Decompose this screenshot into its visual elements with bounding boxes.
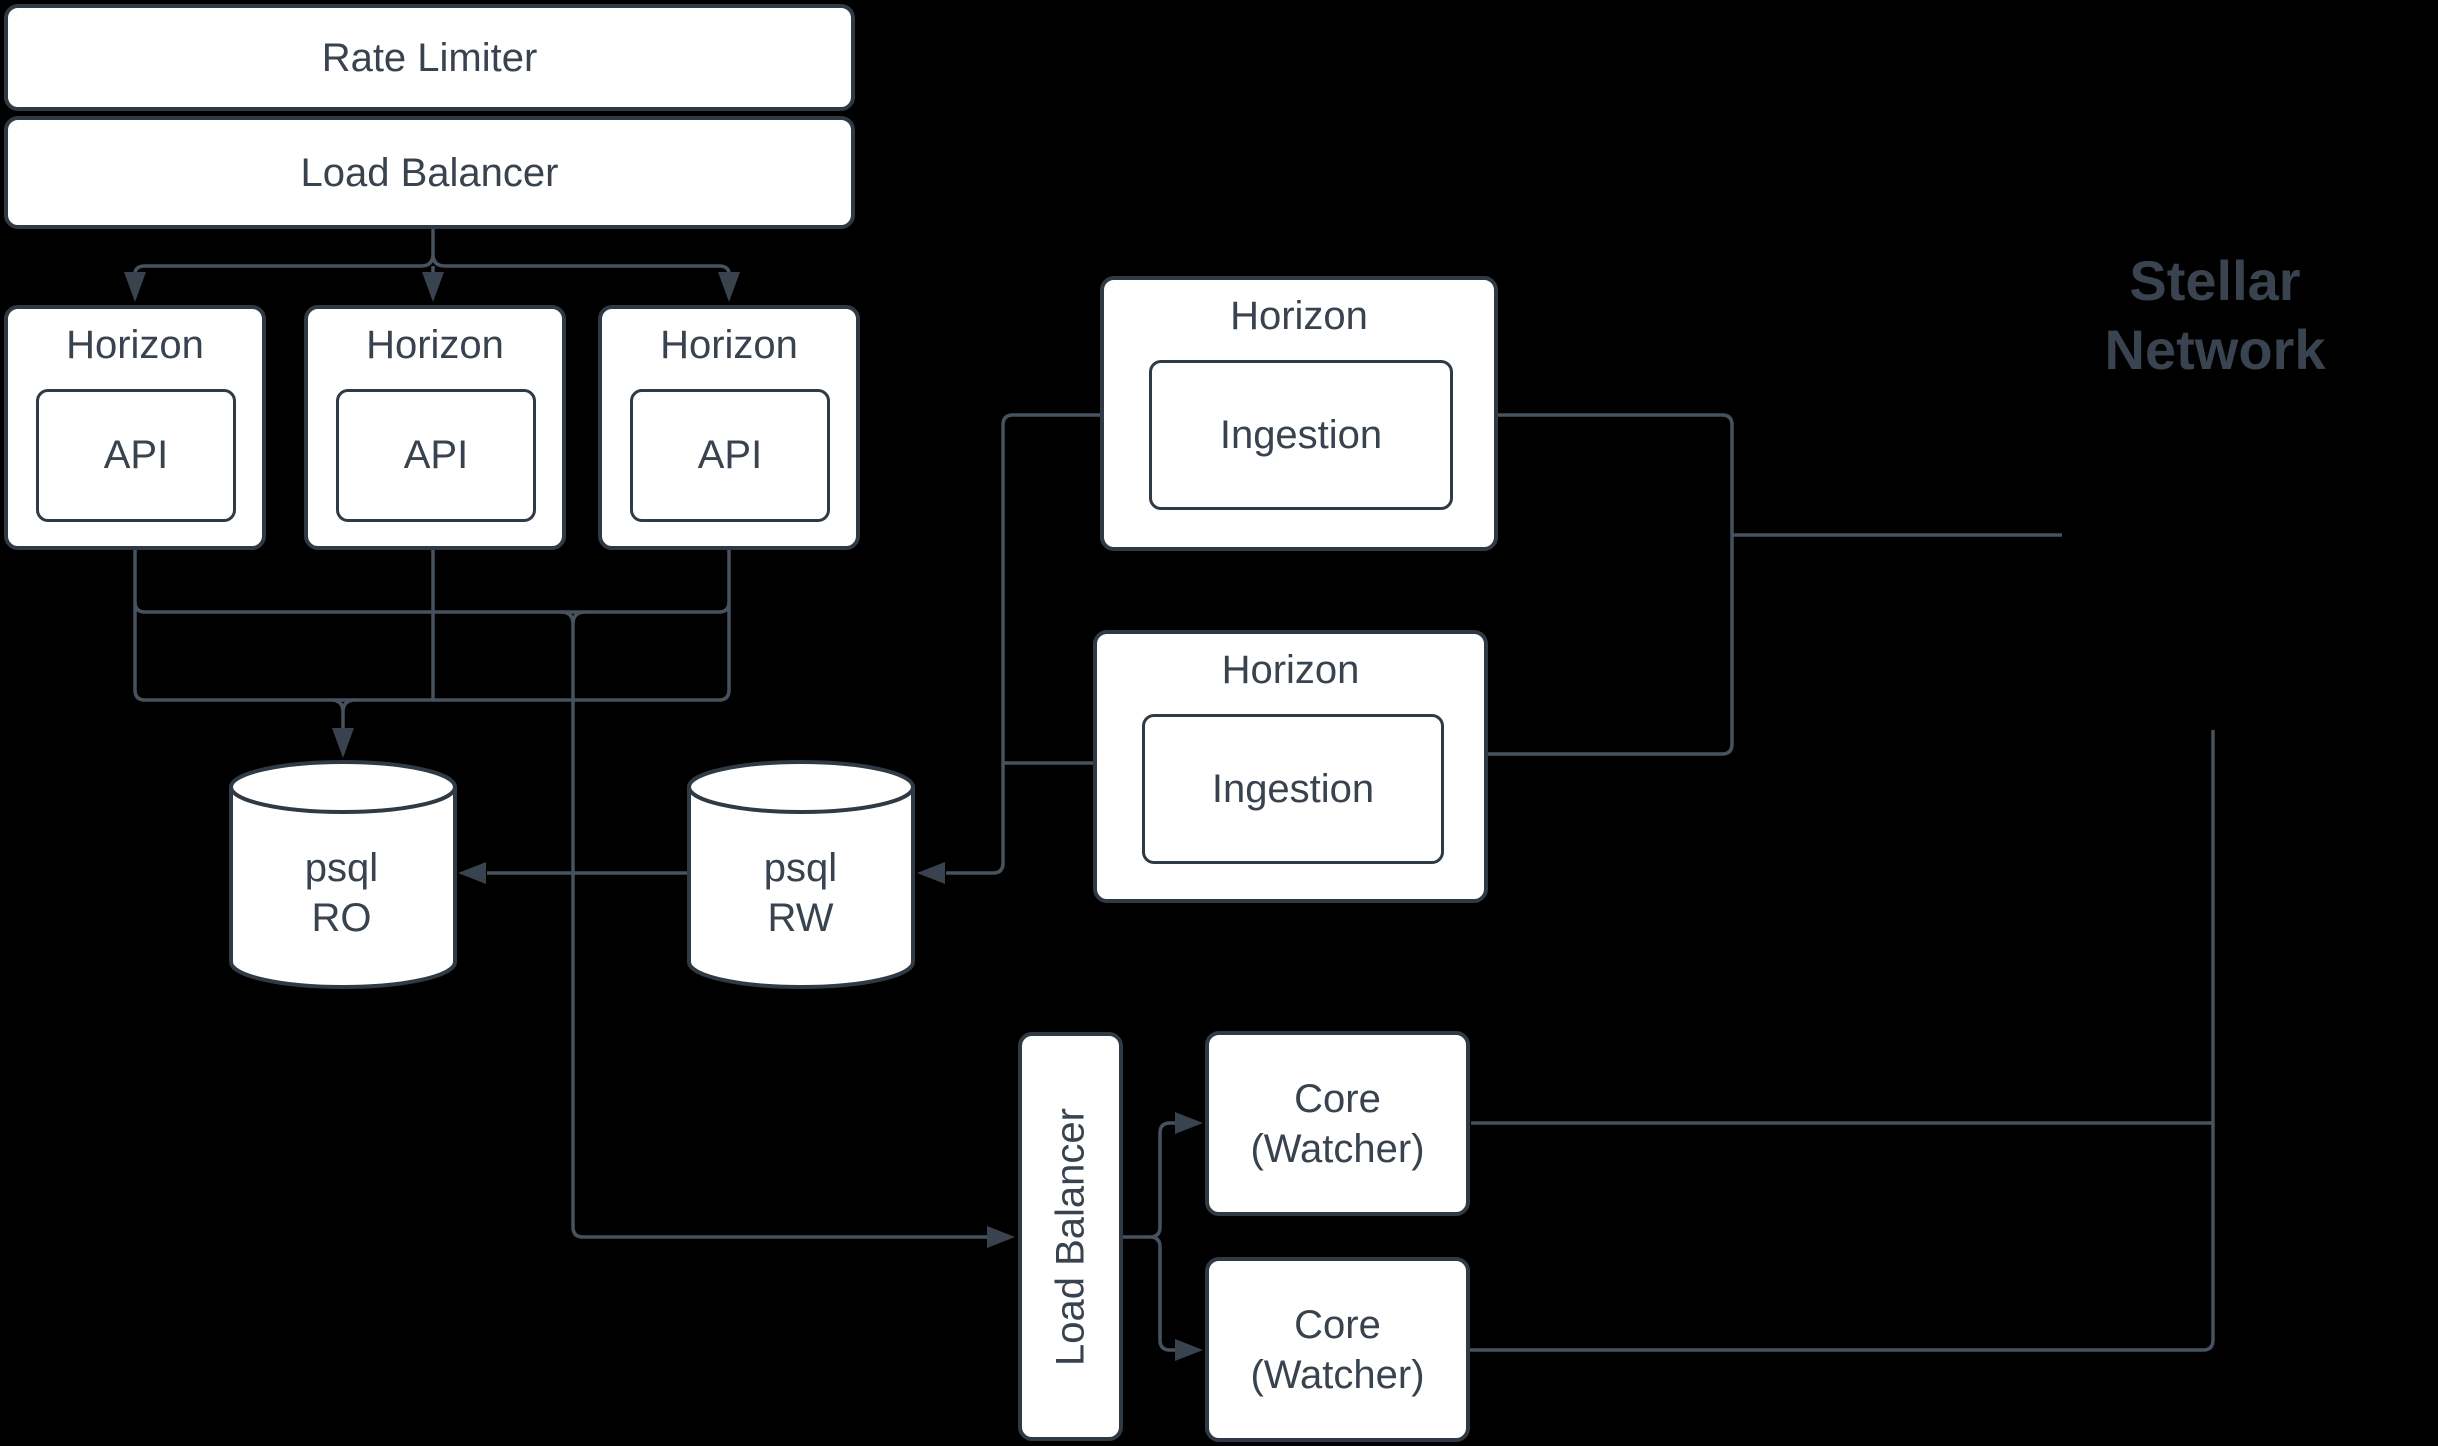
edge-bus-to-psql-ro bbox=[330, 698, 356, 729]
arrowhead-left-psql-ro bbox=[458, 862, 486, 884]
arrowhead-right-core-lb bbox=[987, 1226, 1015, 1248]
api-label-1: API bbox=[103, 433, 169, 477]
ingestion-subnode-2: Ingestion bbox=[1142, 714, 1444, 864]
stellar-network-annotation: Stellar Network bbox=[2104, 249, 2326, 381]
rate-limiter-label: Rate Limiter bbox=[321, 35, 538, 80]
ingestion-label-2: Ingestion bbox=[1211, 766, 1375, 811]
horizon-ingestion-node-2: Horizon Ingestion bbox=[1093, 630, 1488, 903]
psql-rw-label: psql RW bbox=[763, 846, 838, 940]
arrowhead-right-core2 bbox=[1175, 1339, 1203, 1361]
horizon-api-node-1: Horizon API bbox=[4, 305, 266, 550]
horizon-ingestion-title-1: Horizon bbox=[1230, 294, 1368, 338]
api-subnode-3: API bbox=[630, 389, 830, 522]
load-balancer-core-label: Load Balancer bbox=[1048, 1107, 1092, 1366]
api-label-2: API bbox=[403, 433, 469, 477]
arrowhead-down-horizon2 bbox=[422, 272, 444, 302]
edge-ingestion-to-network bbox=[1488, 413, 2062, 756]
horizon-api-node-3: Horizon API bbox=[598, 305, 860, 550]
psql-ro-label: psql RO bbox=[304, 846, 379, 940]
horizon-api-title-3: Horizon bbox=[660, 323, 798, 367]
edge-ingestion-to-rw bbox=[946, 413, 1100, 875]
core-watcher-node-2: Core (Watcher) bbox=[1205, 1257, 1470, 1442]
edge-horizon-bus bbox=[133, 550, 731, 702]
edge-lb-to-horizons bbox=[133, 228, 731, 275]
horizon-api-node-2: Horizon API bbox=[304, 305, 566, 550]
api-subnode-2: API bbox=[336, 389, 536, 522]
psql-rw-cylinder bbox=[687, 760, 915, 989]
api-subnode-1: API bbox=[36, 389, 236, 522]
rate-limiter-node: Rate Limiter bbox=[4, 4, 855, 111]
horizon-api-title-2: Horizon bbox=[366, 323, 504, 367]
core-watcher-node-1: Core (Watcher) bbox=[1205, 1031, 1470, 1216]
core-watcher-label-2: Core (Watcher) bbox=[1250, 1302, 1425, 1397]
arrowhead-right-core1 bbox=[1175, 1112, 1203, 1134]
horizon-ingestion-title-2: Horizon bbox=[1221, 648, 1360, 692]
arrowhead-down-psql-ro bbox=[332, 728, 354, 758]
edge-corelb-to-watchers bbox=[1123, 1121, 1176, 1352]
ingestion-subnode-1: Ingestion bbox=[1149, 360, 1453, 510]
psql-ro-cylinder bbox=[229, 760, 457, 989]
edge-horizon-to-core-lb bbox=[560, 610, 988, 1239]
arrowhead-down-horizon3 bbox=[718, 272, 740, 302]
horizon-ingestion-node-1: Horizon Ingestion bbox=[1100, 276, 1498, 551]
horizon-api-title-1: Horizon bbox=[66, 323, 204, 367]
load-balancer-top-label: Load Balancer bbox=[300, 150, 559, 195]
api-label-3: API bbox=[697, 433, 763, 477]
edge-cores-to-network bbox=[1470, 730, 2215, 1352]
load-balancer-top-node: Load Balancer bbox=[4, 116, 855, 229]
arrowhead-left-psql-rw bbox=[917, 862, 945, 884]
core-watcher-label-1: Core (Watcher) bbox=[1250, 1076, 1425, 1171]
ingestion-label-1: Ingestion bbox=[1219, 412, 1383, 457]
load-balancer-core-node: Load Balancer bbox=[1018, 1032, 1123, 1441]
arrowhead-down-horizon1 bbox=[124, 272, 146, 302]
